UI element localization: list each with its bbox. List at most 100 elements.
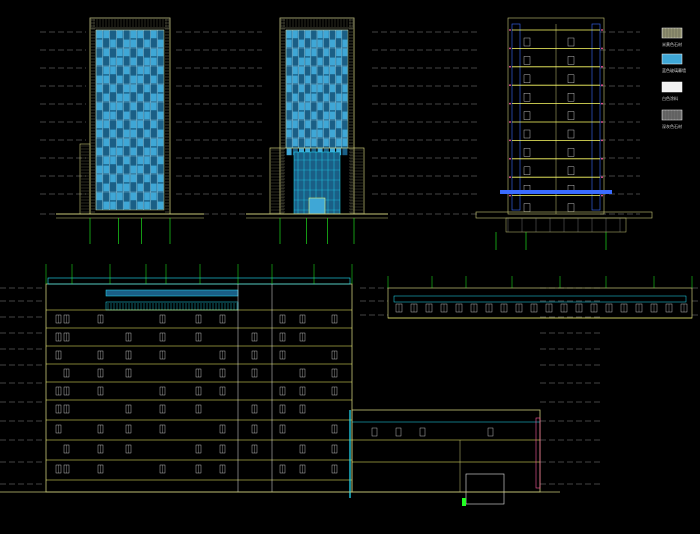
glass-panel — [299, 111, 304, 120]
door-opening — [567, 203, 575, 212]
glass-panel — [144, 57, 150, 66]
glass-panel — [330, 39, 335, 48]
glass-panel — [292, 57, 298, 66]
glass-panel — [144, 39, 150, 48]
glass-panel — [292, 30, 298, 39]
glass-panel — [96, 147, 103, 156]
glass-panel — [96, 111, 103, 120]
glass-panel — [157, 147, 164, 156]
glass-panel — [330, 30, 335, 39]
glass-panel — [157, 39, 164, 48]
glass-panel — [292, 39, 298, 48]
glass-panel — [96, 102, 103, 111]
glass-panel — [151, 75, 157, 84]
glass-panel — [117, 183, 123, 192]
glass-panel — [342, 84, 348, 93]
glass-panel — [110, 30, 116, 39]
glass-panel — [96, 30, 103, 39]
glass-panel — [117, 174, 123, 183]
glass-panel — [96, 192, 103, 201]
slab-marker — [509, 176, 511, 179]
door-opening — [567, 37, 575, 47]
glass-panel — [130, 102, 137, 111]
glass-panel — [292, 84, 298, 93]
glass-panel — [336, 39, 342, 48]
glass-panel — [144, 192, 150, 201]
glass-panel — [137, 138, 143, 147]
glass-panel — [137, 84, 143, 93]
glass-panel — [311, 120, 317, 129]
glass-panel — [117, 30, 123, 39]
glass-panel — [117, 57, 123, 66]
glass-panel — [103, 138, 109, 147]
glass-panel — [311, 138, 317, 147]
glass-panel — [157, 48, 164, 57]
glass-panel — [151, 147, 157, 156]
roof-strip-elevation — [387, 276, 693, 319]
door-opening — [523, 203, 531, 212]
glass-panel — [110, 84, 116, 93]
glass-panel — [317, 138, 323, 147]
slab-marker — [601, 194, 603, 197]
glass-panel — [117, 120, 123, 129]
glass-panel — [323, 111, 329, 120]
glass-panel — [130, 174, 137, 183]
glass-panel — [123, 30, 130, 39]
glass-panel — [117, 111, 123, 120]
glass-panel — [336, 147, 342, 156]
glass-panel — [123, 93, 130, 102]
glass-panel — [130, 75, 137, 84]
slab-marker — [601, 176, 603, 179]
glass-panel — [103, 165, 109, 174]
glass-panel — [117, 66, 123, 75]
glass-panel — [330, 57, 335, 66]
glass-panel — [292, 48, 298, 57]
glass-panel — [305, 129, 311, 138]
legend-label: 米黄色石材 — [662, 41, 682, 47]
glass-panel — [137, 129, 143, 138]
slab-marker — [601, 84, 603, 87]
glass-panel — [342, 120, 348, 129]
glass-panel — [103, 84, 109, 93]
glass-panel — [323, 147, 329, 156]
legend-swatch — [661, 27, 683, 39]
glass-panel — [151, 138, 157, 147]
glass-panel — [144, 201, 150, 210]
glass-panel — [123, 147, 130, 156]
glass-panel — [151, 93, 157, 102]
glass-panel — [130, 66, 137, 75]
glass-panel — [342, 129, 348, 138]
glass-panel — [103, 174, 109, 183]
long-building-elevation — [0, 264, 560, 506]
glass-panel — [292, 111, 298, 120]
glass-panel — [117, 138, 123, 147]
basement-slab — [475, 211, 653, 219]
glass-panel — [305, 120, 311, 129]
glass-panel — [286, 111, 292, 120]
glass-panel — [137, 183, 143, 192]
glass-panel — [286, 93, 292, 102]
glass-panel — [157, 93, 164, 102]
glass-panel — [103, 120, 109, 129]
glass-panel — [96, 75, 103, 84]
glass-panel — [336, 111, 342, 120]
glass-panel — [137, 57, 143, 66]
glass-panel — [96, 201, 103, 210]
glass-panel — [144, 102, 150, 111]
glass-panel — [137, 174, 143, 183]
glass-panel — [286, 57, 292, 66]
glass-panel — [292, 138, 298, 147]
glass-panel — [137, 165, 143, 174]
door-opening — [523, 111, 531, 120]
slab-marker — [601, 29, 603, 31]
glass-panel — [336, 30, 342, 39]
glass-panel — [305, 75, 311, 84]
glass-panel — [123, 57, 130, 66]
glass-panel — [342, 57, 348, 66]
slab-marker — [509, 121, 511, 123]
slab-marker — [601, 121, 603, 123]
glass-panel — [110, 66, 116, 75]
glass-panel — [110, 129, 116, 138]
glass-panel — [144, 84, 150, 93]
